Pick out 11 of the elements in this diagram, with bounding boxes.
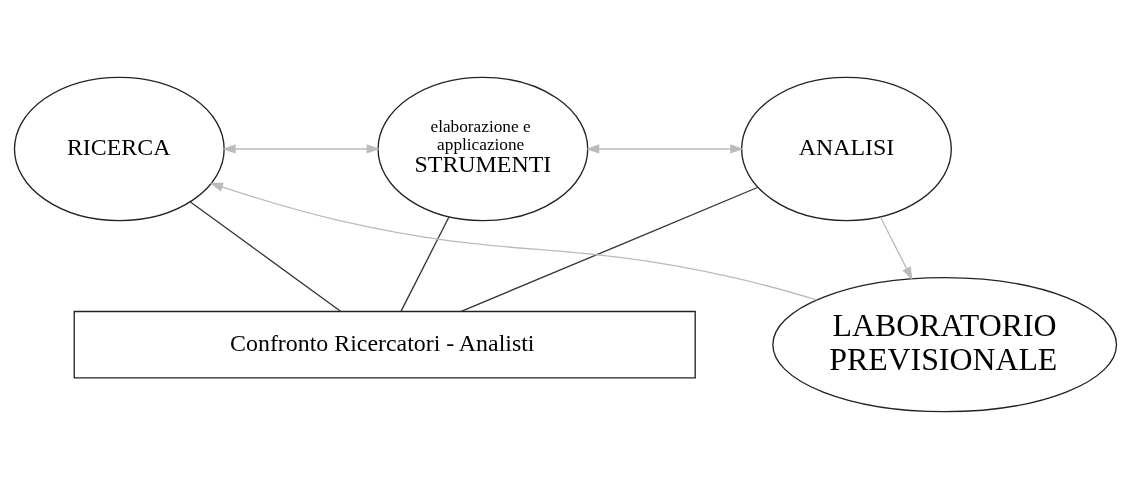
connector <box>189 200 342 312</box>
node-ellipse: ANALISI <box>741 76 952 221</box>
arrow <box>585 143 744 154</box>
connector <box>400 216 450 312</box>
arrow <box>209 182 818 301</box>
node-ellipse: elaborazione e applicazione STRUMENTI <box>377 76 589 221</box>
node-ellipse: LABORATORIO PREVISIONALE <box>772 276 1118 412</box>
connector <box>460 186 759 312</box>
arrow <box>222 143 380 154</box>
arrow <box>879 216 913 280</box>
node-box: Confronto Ricercatori - Analisti <box>73 310 696 379</box>
